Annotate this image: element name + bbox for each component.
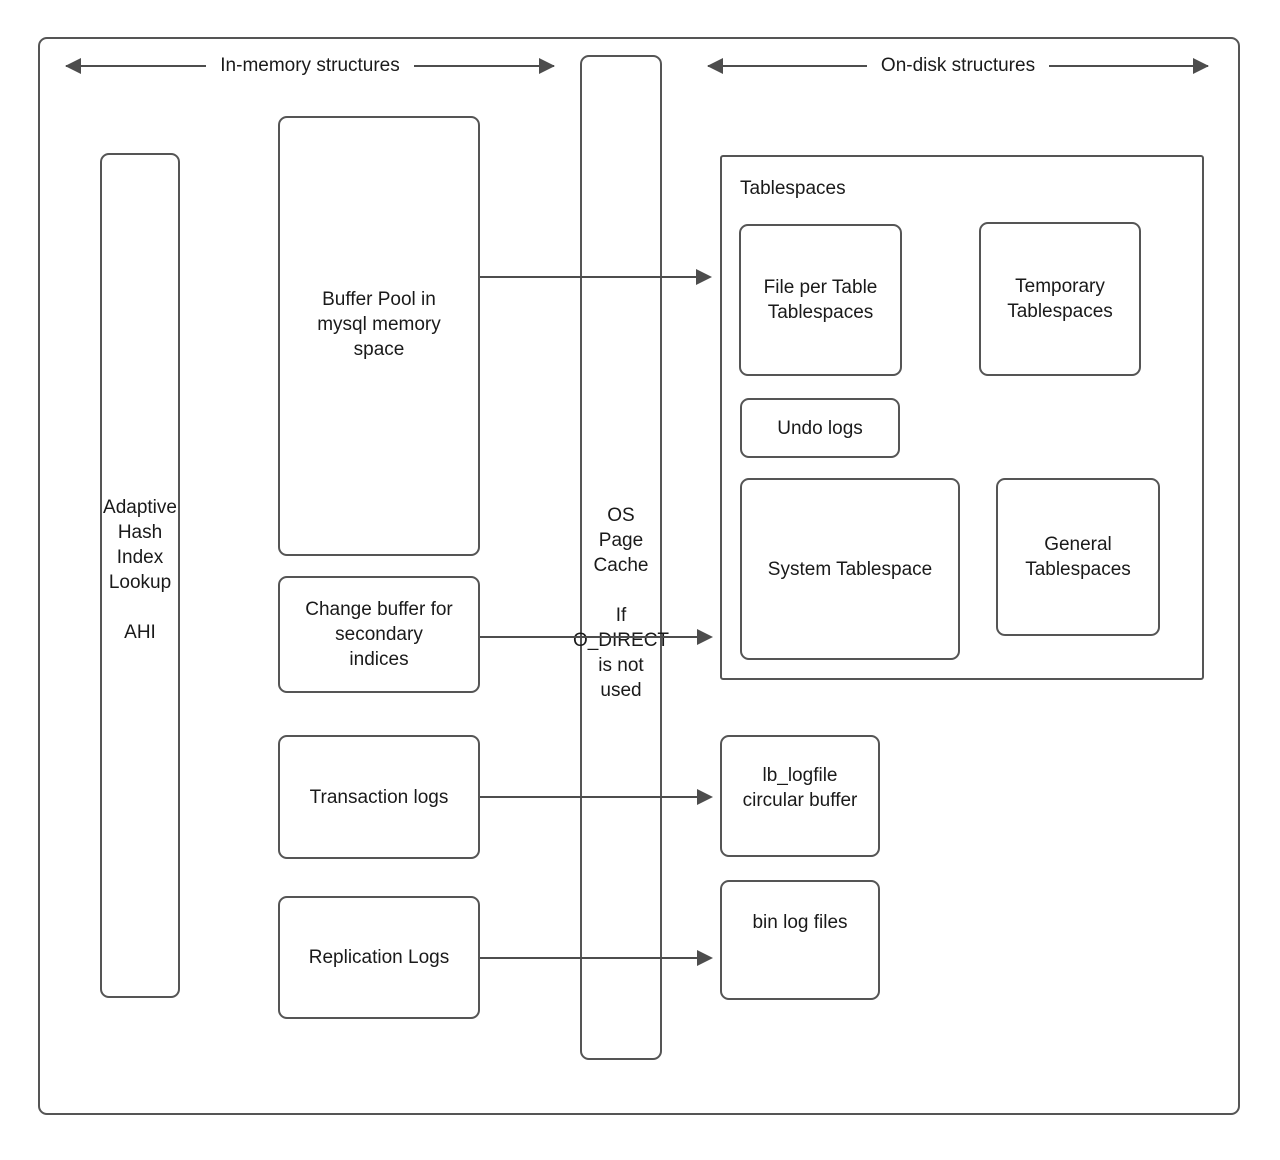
general-tablespaces-label: General Tablespaces (1025, 534, 1131, 580)
buffer-pool-label: Buffer Pool in mysql memory space (317, 288, 441, 360)
bin-log-files-box[interactable]: bin log files (720, 880, 880, 1000)
arrow-replicationlogs-to-binlogfiles (480, 957, 711, 959)
lb-logfile-box[interactable]: lb_logfile circular buffer (720, 735, 880, 857)
general-tablespaces-box[interactable]: General Tablespaces (996, 478, 1160, 636)
system-tablespace-label: System Tablespace (767, 558, 933, 580)
band-right-arrow-on-disk (1049, 65, 1208, 67)
transaction-logs-label: Transaction logs (309, 786, 449, 808)
lb-logfile-label: lb_logfile circular buffer (742, 765, 858, 811)
os-page-cache-box[interactable]: OS Page Cache If O_DIRECT is not used (573, 55, 669, 1060)
system-tablespace-box[interactable]: System Tablespace (740, 478, 960, 660)
outer-frame (38, 37, 1240, 1115)
temporary-tablespaces-box[interactable]: Temporary Tablespaces (979, 222, 1141, 376)
temporary-tablespaces-label: Temporary Tablespaces (1007, 276, 1113, 322)
file-per-table-tablespaces-box[interactable]: File per Table Tablespaces (739, 224, 902, 376)
replication-logs-label: Replication Logs (308, 947, 450, 968)
adaptive-hash-index-box[interactable]: Adaptive Hash Index Lookup AHI (100, 153, 180, 998)
band-left-arrow-on-disk (708, 65, 867, 67)
replication-logs-box[interactable]: Replication Logs (278, 896, 480, 1019)
band-label-on-disk: On-disk structures (880, 55, 1036, 76)
arrow-changebuffer-to-systemtablespace (480, 636, 711, 638)
adaptive-hash-index-label: Adaptive Hash Index Lookup AHI (103, 497, 177, 643)
os-page-cache-label: OS Page Cache If O_DIRECT is not used (572, 505, 670, 701)
arrow-bufferpool-to-filepertable (480, 276, 710, 278)
arrow-transactionlogs-to-lblogfile (480, 796, 711, 798)
band-on-disk-structures: On-disk structures (708, 54, 1208, 78)
tablespaces-group-title: Tablespaces (740, 178, 846, 199)
buffer-pool-box[interactable]: Buffer Pool in mysql memory space (278, 116, 480, 556)
band-label-in-memory: In-memory structures (220, 55, 400, 76)
file-per-table-tablespaces-label: File per Table Tablespaces (763, 277, 878, 323)
undo-logs-label: Undo logs (777, 417, 863, 439)
band-right-arrow-in-memory (413, 65, 555, 67)
transaction-logs-box[interactable]: Transaction logs (278, 735, 480, 859)
band-left-arrow-in-memory (66, 65, 207, 67)
undo-logs-box[interactable]: Undo logs (740, 398, 900, 458)
bin-log-files-label: bin log files (752, 911, 848, 933)
band-in-memory-structures: In-memory structures (66, 54, 555, 78)
change-buffer-label: Change buffer for secondary indices (305, 599, 453, 670)
change-buffer-box[interactable]: Change buffer for secondary indices (278, 576, 480, 693)
